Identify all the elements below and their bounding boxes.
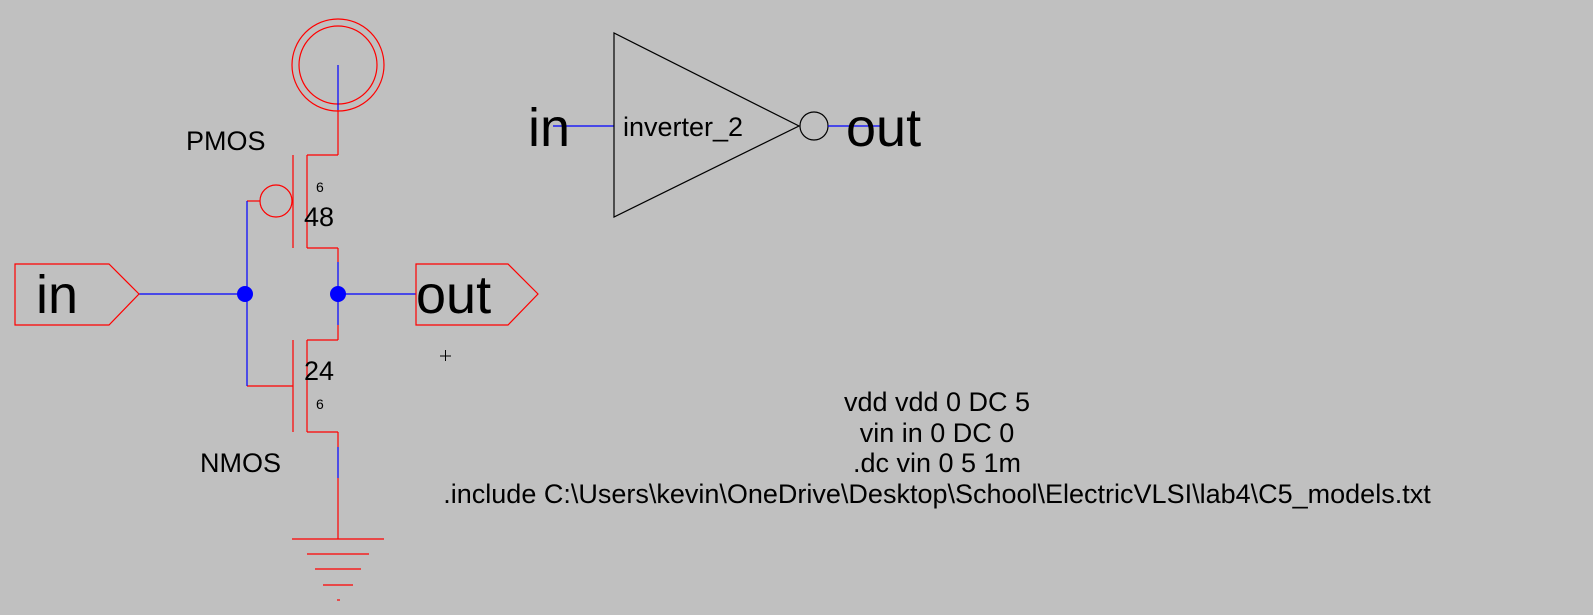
icon-output-label: out	[846, 98, 921, 158]
inverter-icon-view[interactable]: in inverter_2 out	[528, 32, 921, 218]
nmos-label: NMOS	[200, 448, 281, 478]
pmos-length-label: 6	[316, 179, 324, 195]
cursor-crosshair-icon	[440, 350, 451, 361]
spice-code-line: .include C:\Users\kevin\OneDrive\Desktop…	[443, 479, 1431, 509]
pmos-width-label: 48	[304, 202, 334, 232]
output-port-label: out	[416, 265, 491, 325]
input-port-label: in	[36, 265, 78, 325]
nmos-length-label: 6	[316, 396, 324, 412]
spice-code-line: .dc vin 0 5 1m	[853, 448, 1021, 478]
spice-code-line: vin in 0 DC 0	[860, 418, 1015, 448]
vdd-symbol[interactable]	[291, 18, 385, 112]
icon-cell-name: inverter_2	[623, 112, 743, 142]
pmos-transistor[interactable]	[247, 110, 339, 262]
input-port[interactable]: in	[14, 263, 140, 326]
input-junction-dot	[237, 286, 253, 302]
spice-code-line: vdd vdd 0 DC 5	[844, 387, 1030, 417]
nmos-width-label: 24	[304, 356, 334, 386]
ground-symbol[interactable]	[292, 447, 384, 601]
spice-code-block[interactable]: vdd vdd 0 DC 5 vin in 0 DC 0 .dc vin 0 5…	[443, 387, 1431, 509]
nmos-transistor[interactable]	[247, 325, 339, 447]
wires[interactable]	[139, 201, 416, 386]
output-port[interactable]: out	[415, 263, 539, 326]
pmos-label: PMOS	[186, 126, 266, 156]
icon-input-label: in	[528, 98, 570, 158]
output-junction-dot	[330, 286, 346, 302]
